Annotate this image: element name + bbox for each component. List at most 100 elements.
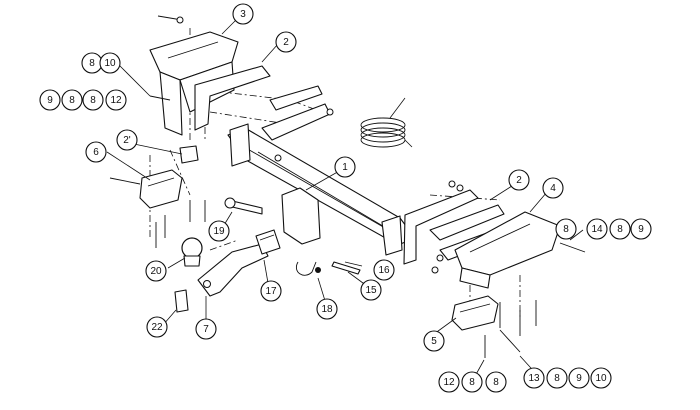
callout-circle: [609, 218, 631, 240]
callout-circle: [39, 89, 61, 111]
callout-circle: [61, 89, 83, 111]
callout-number: 5: [431, 336, 437, 347]
callout-bubble: 16: [373, 259, 395, 281]
callout-bubble: 9: [630, 218, 652, 240]
tow-ball: [181, 237, 203, 267]
callout-number: 8: [89, 58, 95, 69]
callout-circle: [145, 260, 167, 282]
shackle: [296, 261, 321, 276]
callout-number: 6: [93, 147, 99, 158]
callout-circle: [523, 367, 545, 389]
callout-circle: [485, 371, 507, 393]
callout-bubble: 2: [508, 169, 530, 191]
callout-number: 12: [443, 377, 455, 388]
hitch-pin: [224, 197, 263, 215]
callout-number: 16: [378, 265, 390, 276]
callout-bubble: 12: [438, 371, 460, 393]
callout-bubble: 13: [523, 367, 545, 389]
callout-bubble: 5: [423, 330, 445, 352]
callout-number: 8: [69, 95, 75, 106]
callout-circle: [99, 52, 121, 74]
sticker: [174, 289, 189, 313]
callout-circle: [105, 89, 127, 111]
callout-bubble: 2: [275, 31, 297, 53]
callout-circle: [260, 280, 282, 302]
callout-bubble: 8: [485, 371, 507, 393]
callout-number: 8: [469, 377, 475, 388]
callout-number: 9: [47, 95, 53, 106]
callout-circle: [275, 31, 297, 53]
callout-number: 8: [554, 373, 560, 384]
callout-circle: [360, 279, 382, 301]
callout-bubble: 10: [590, 367, 612, 389]
callout-number: 8: [493, 377, 499, 388]
callout-bubble: 20: [145, 260, 167, 282]
callout-bubble: 8: [546, 367, 568, 389]
callout-bubble: 14: [586, 218, 608, 240]
callout-number: 17: [265, 286, 277, 297]
callout-number: 8: [617, 224, 623, 235]
left-upper-bracket: [149, 31, 239, 136]
callout-circle: [586, 218, 608, 240]
callout-circle: [423, 330, 445, 352]
callout-circle: [568, 367, 590, 389]
clip-pin: [331, 261, 361, 275]
callout-number: 14: [591, 224, 603, 235]
callout-circle: [146, 316, 168, 338]
callout-circle: [630, 218, 652, 240]
right-lower-clamp: [451, 295, 499, 331]
callout-number: 9: [638, 224, 644, 235]
callout-bubble: 2': [116, 129, 138, 151]
callout-bubble: 12: [105, 89, 127, 111]
callout-bubble: 8: [555, 218, 577, 240]
callout-circle: [546, 367, 568, 389]
callout-number: 9: [576, 373, 582, 384]
callout-number: 10: [104, 58, 116, 69]
callout-number: 2: [516, 175, 522, 186]
callout-bubble: 22: [146, 316, 168, 338]
callout-bubble: 9: [39, 89, 61, 111]
callout-bubble: 8: [609, 218, 631, 240]
callout-circle: [461, 371, 483, 393]
small-plate: [179, 145, 199, 164]
right-plate: [454, 211, 561, 289]
callout-circle: [195, 318, 217, 340]
callout-circle: [555, 218, 577, 240]
callout-number: 2: [283, 37, 289, 48]
callout-bubble: 8: [61, 89, 83, 111]
left-side-bracket: [194, 65, 331, 141]
callout-bubble: 8: [461, 371, 483, 393]
callout-bubble: 3: [232, 3, 254, 25]
callout-circle: [438, 371, 460, 393]
callout-circle: [85, 141, 107, 163]
bolts: [109, 15, 586, 358]
callout-bubble: 15: [360, 279, 382, 301]
callout-bubble: 8: [82, 89, 104, 111]
callout-bubble: 17: [260, 280, 282, 302]
callout-bubble: 6: [85, 141, 107, 163]
callout-number: 12: [110, 95, 122, 106]
callout-number: 15: [365, 285, 377, 296]
callout-circle: [373, 259, 395, 281]
callout-number: 8: [90, 95, 96, 106]
callout-circle: [116, 129, 138, 151]
receiver-sleeve: [255, 229, 281, 255]
callout-circle: [334, 156, 356, 178]
callout-number: 3: [240, 9, 246, 20]
callout-bubble: 9: [568, 367, 590, 389]
callout-number: 1: [342, 162, 348, 173]
callout-number: 13: [528, 373, 540, 384]
callout-number: 2': [123, 135, 131, 146]
callout-circle: [508, 169, 530, 191]
left-lower-clamp: [139, 169, 183, 209]
tow-ball-mount: [197, 243, 269, 297]
callout-circle: [82, 89, 104, 111]
callout-circle: [316, 298, 338, 320]
callout-circle: [542, 177, 564, 199]
callout-bubble: 18: [316, 298, 338, 320]
callout-bubble: 4: [542, 177, 564, 199]
callout-bubble: 19: [208, 220, 230, 242]
